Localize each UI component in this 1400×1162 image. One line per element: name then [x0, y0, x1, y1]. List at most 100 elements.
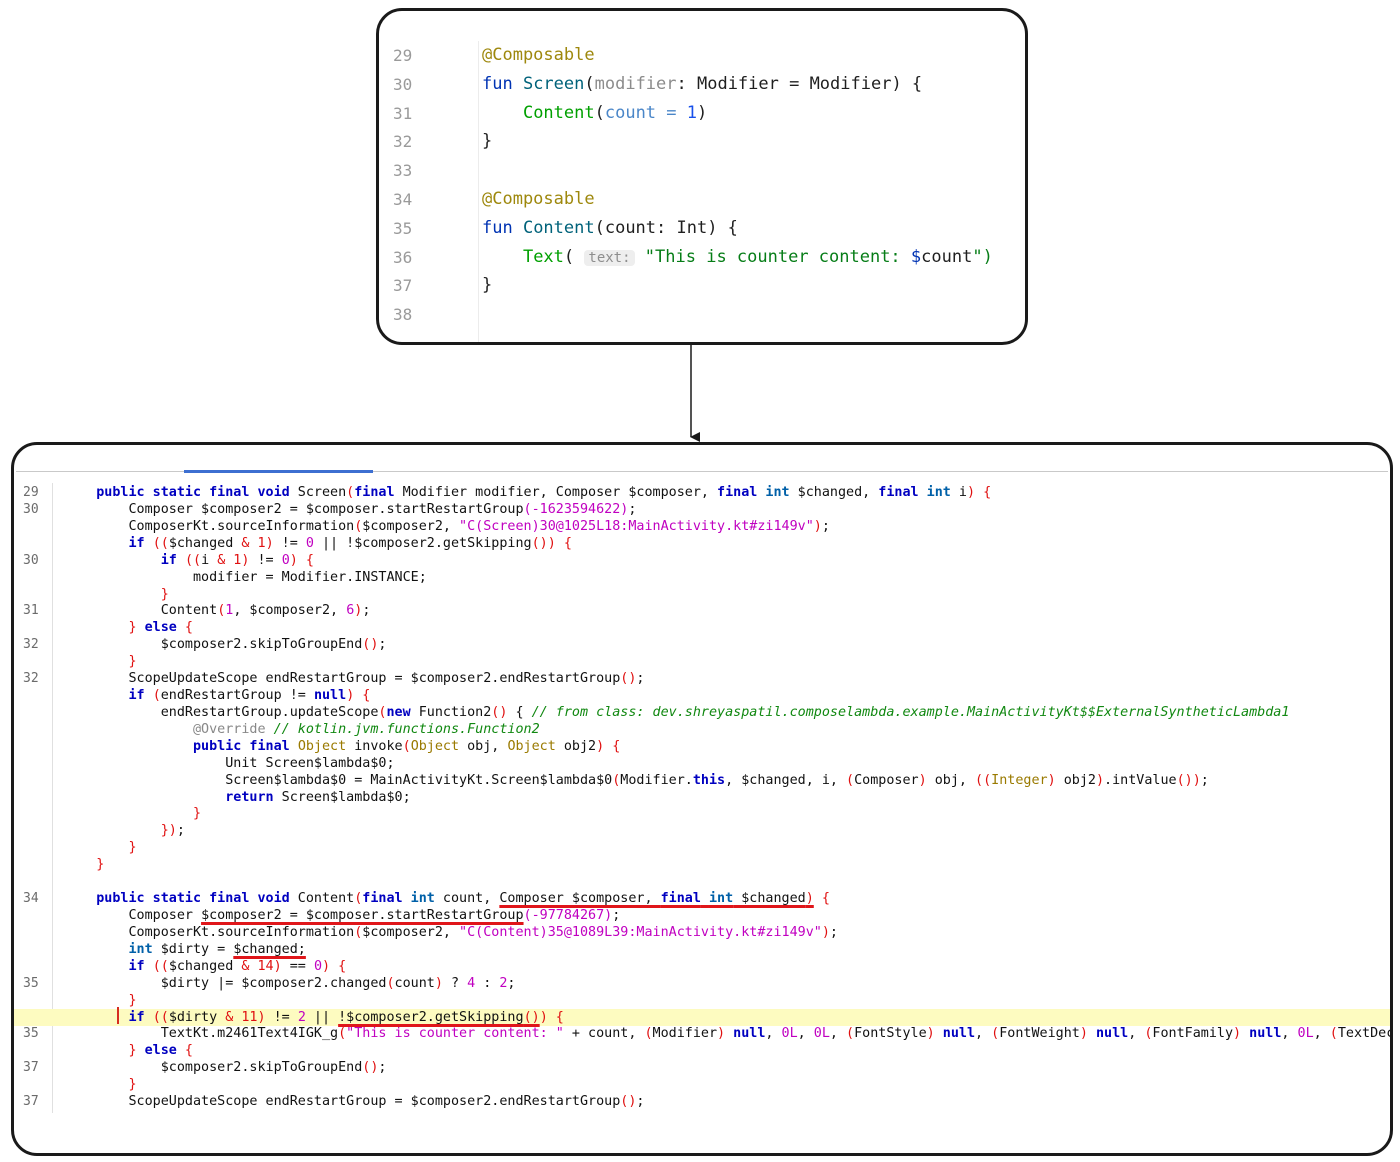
code-token: FontStyle — [854, 1026, 927, 1042]
code-token — [64, 654, 129, 669]
java-code-text: @Override // kotlin.jvm.functions.Functi… — [64, 721, 540, 738]
kotlin-code-line: 32} — [379, 127, 1025, 156]
code-token: } — [128, 992, 137, 1008]
code-token: @Composable — [482, 189, 595, 209]
code-token: } — [128, 840, 137, 856]
code-token: 0L — [813, 1026, 830, 1042]
code-token: final — [717, 485, 758, 500]
code-token: , — [1281, 1026, 1298, 1042]
kotlin-line-number: 34 — [393, 190, 413, 209]
code-token — [64, 891, 96, 906]
java-line-number: 37 — [23, 1094, 39, 1110]
code-token — [145, 688, 153, 703]
code-token: , $composer2, — [233, 603, 347, 619]
java-code-text: int $dirty = $changed; — [64, 941, 306, 958]
code-token — [290, 739, 298, 754]
code-token: 0 — [281, 552, 290, 568]
code-token: ()) — [1176, 772, 1201, 788]
code-token: || !$composer2.getSkipping — [313, 535, 532, 551]
code-token: & 14 — [241, 958, 274, 974]
java-code-line: modifier = Modifier.INSTANCE; — [14, 569, 1390, 586]
java-code-text: Screen$lambda$0 = MainActivityKt.Screen$… — [64, 772, 1209, 789]
java-code-line: if (($changed & 14) == 0) { — [14, 958, 1390, 975]
code-token: ( — [217, 603, 226, 619]
kotlin-line-number: 38 — [393, 305, 413, 325]
code-token: @Composable — [482, 45, 595, 65]
java-line-number: 31 — [23, 603, 39, 619]
code-token: ) — [273, 958, 282, 974]
kotlin-line-number: 32 — [393, 132, 413, 152]
underlined-token: Composer $composer, — [499, 891, 661, 907]
code-token — [64, 993, 129, 1008]
code-token: (( — [152, 535, 169, 551]
code-token: Modifier. — [620, 772, 693, 788]
code-token — [935, 1026, 943, 1041]
java-code-line: Screen$lambda$0 = MainActivityKt.Screen$… — [14, 772, 1390, 789]
text-caret — [117, 1007, 119, 1024]
java-code-line: endRestartGroup.updateScope(new Function… — [14, 704, 1390, 721]
code-token — [64, 823, 161, 838]
kotlin-line-number: 35 — [393, 218, 413, 238]
code-token: ) — [717, 1026, 726, 1042]
code-token: ; — [821, 518, 830, 534]
code-token: ; — [378, 1060, 387, 1076]
code-token: Screen — [289, 485, 347, 500]
code-token: ) — [241, 552, 250, 568]
java-code-text: $composer2.skipToGroupEnd(); — [64, 1059, 387, 1076]
code-token: { — [297, 552, 314, 568]
code-token: ) — [813, 518, 822, 534]
code-token — [1241, 1026, 1249, 1041]
code-token: $dirty = — [152, 941, 234, 957]
code-token: Integer — [991, 772, 1048, 788]
code-token: Screen$lambda$0; — [273, 789, 411, 805]
java-code-text: endRestartGroup.updateScope(new Function… — [64, 704, 1290, 721]
code-token: ) — [1095, 772, 1105, 788]
code-token: $composer2, — [362, 518, 460, 534]
java-code-text: } — [64, 586, 169, 603]
code-token: ") — [972, 246, 993, 267]
code-token: ; — [636, 671, 645, 687]
code-token: count — [921, 246, 973, 267]
java-code-text: } else { — [64, 619, 194, 636]
code-token — [64, 959, 129, 974]
code-token: Screen$lambda$0 = MainActivityKt.Screen$… — [64, 772, 613, 788]
kotlin-code-line: 38 — [379, 300, 1025, 329]
code-token: { — [604, 738, 621, 754]
code-token — [64, 688, 129, 703]
code-token: final — [362, 891, 403, 907]
code-token: if — [128, 1009, 145, 1025]
code-token: int — [128, 941, 153, 957]
java-code-line: @Override // kotlin.jvm.functions.Functi… — [14, 721, 1390, 738]
code-token: : Modifier = Modifier) { — [676, 73, 923, 94]
java-line-number: 35 — [23, 975, 39, 991]
java-code-line: } else { — [14, 619, 1390, 636]
java-code-line: 29 public static final void Screen(final… — [14, 484, 1390, 501]
code-token — [64, 806, 193, 821]
code-token — [403, 891, 411, 906]
underlined-token: ) — [805, 891, 814, 907]
code-token: () — [620, 1094, 637, 1110]
code-token: () — [491, 704, 508, 720]
java-code-text: }); — [64, 822, 185, 839]
underlined-token: $changed; — [233, 941, 306, 957]
code-token: modifier = Modifier.INSTANCE; — [64, 569, 427, 585]
java-code-line: 37 ScopeUpdateScope endRestartGroup = $c… — [14, 1093, 1390, 1110]
code-token: ( — [612, 772, 621, 788]
java-code-line: int $dirty = $changed; — [14, 941, 1390, 958]
code-token: public static final void — [96, 485, 290, 500]
code-token: } — [160, 586, 169, 602]
code-token: ( — [354, 891, 363, 907]
code-token: public final — [193, 738, 290, 754]
code-token: { — [176, 1043, 193, 1059]
code-token — [64, 1043, 129, 1058]
code-token: } — [128, 1043, 137, 1059]
code-token: $ — [910, 246, 922, 267]
kotlin-code-text: } — [482, 127, 492, 156]
code-token — [919, 485, 927, 500]
code-token: != — [273, 535, 306, 551]
code-token: fun — [482, 73, 523, 94]
code-token: ( — [386, 975, 395, 991]
code-token: i — [950, 485, 967, 500]
code-token: if — [128, 688, 145, 704]
java-code-line: }); — [14, 822, 1390, 839]
